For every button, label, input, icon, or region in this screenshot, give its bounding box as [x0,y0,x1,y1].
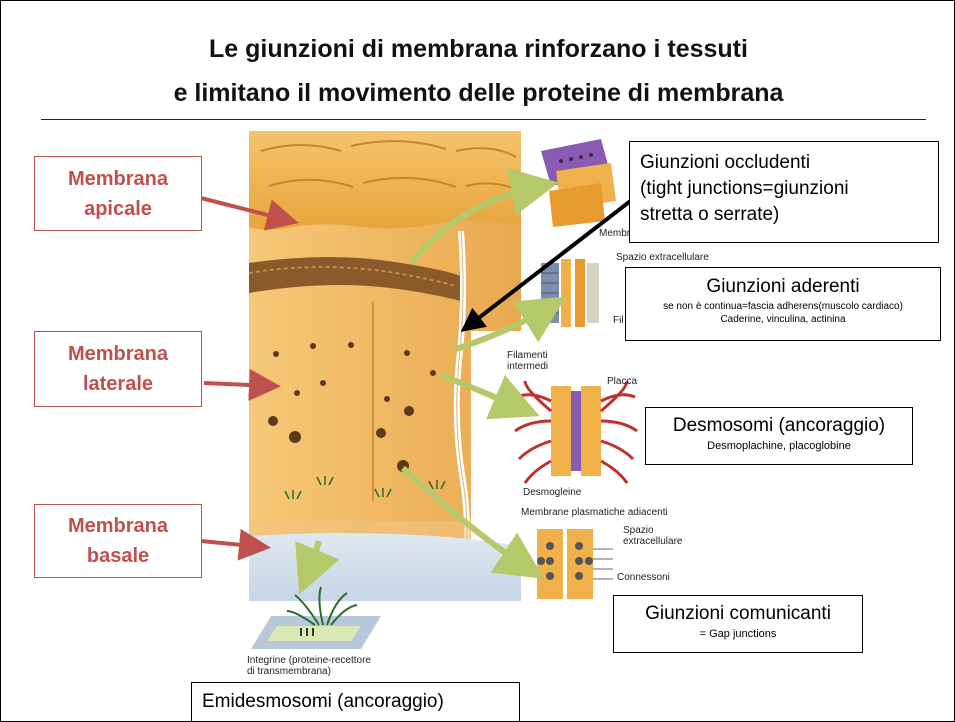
adherens-title: Giunzioni aderenti [626,274,940,300]
adherens-line2: Caderine, vinculina, actinina [626,313,940,326]
tight-junction-line1: Giunzioni occludenti [640,150,928,176]
membrane-basal-line1: Membrana [35,511,201,541]
label-filamenti: Filamenti [507,350,548,361]
tight-junction-detail [541,139,616,227]
label-intermedi: intermedi [507,361,548,372]
desmosome-box: Desmosomi (ancoraggio) Desmoplachine, pl… [645,407,913,465]
membrane-apical-line2: apicale [35,194,201,224]
hemidesmosome-title: Emidesmosomi (ancoraggio) [202,689,509,715]
membrane-lateral-box: Membrana laterale [34,331,202,407]
tight-junction-box: Giunzioni occludenti (tight junctions=gi… [629,141,939,243]
label-spazio-extracellulare: extracellulare [623,536,682,547]
tight-junction-line3: stretta o serrate) [640,202,928,228]
label-placca: Placca [607,376,637,387]
label-integrine: Integrine (proteine-recettore [247,655,371,666]
gap-junction-box: Giunzioni comunicanti = Gap junctions [613,595,863,653]
label-desmogleine: Desmogleine [523,487,581,498]
gap-junction-detail [537,529,613,599]
label-spazio: Spazio [623,525,654,536]
label-connessoni: Connessoni [617,572,670,583]
hemidesmosome-box: Emidesmosomi (ancoraggio) [191,682,520,722]
desmosome-title: Desmosomi (ancoraggio) [646,413,912,439]
membrane-apical-box: Membrana apicale [34,156,202,231]
label-extracellular-space: Spazio extracellulare [616,252,709,263]
desmosome-sub: Desmoplachine, placoglobine [646,439,912,453]
membrane-apical-line1: Membrana [35,164,201,194]
label-transmembrana: di transmembrana) [247,666,331,677]
label-fil: Fil [613,315,624,326]
adherens-junction-detail [541,259,599,327]
tight-junction-line2: (tight junctions=giunzioni [640,176,928,202]
gap-title: Giunzioni comunicanti [614,601,862,627]
membrane-basal-box: Membrana basale [34,504,202,578]
adherens-line1: se non è continua=fascia adherens(muscol… [626,300,940,313]
desmosome-detail [515,381,637,483]
label-membrane-adiacenti: Membrane plasmatiche adiacenti [521,507,668,518]
gap-sub: = Gap junctions [614,627,862,641]
adherens-junction-box: Giunzioni aderenti se non è continua=fas… [625,267,941,341]
membrane-basal-line2: basale [35,541,201,571]
membrane-lateral-line2: laterale [35,369,201,399]
membrane-lateral-line1: Membrana [35,339,201,369]
